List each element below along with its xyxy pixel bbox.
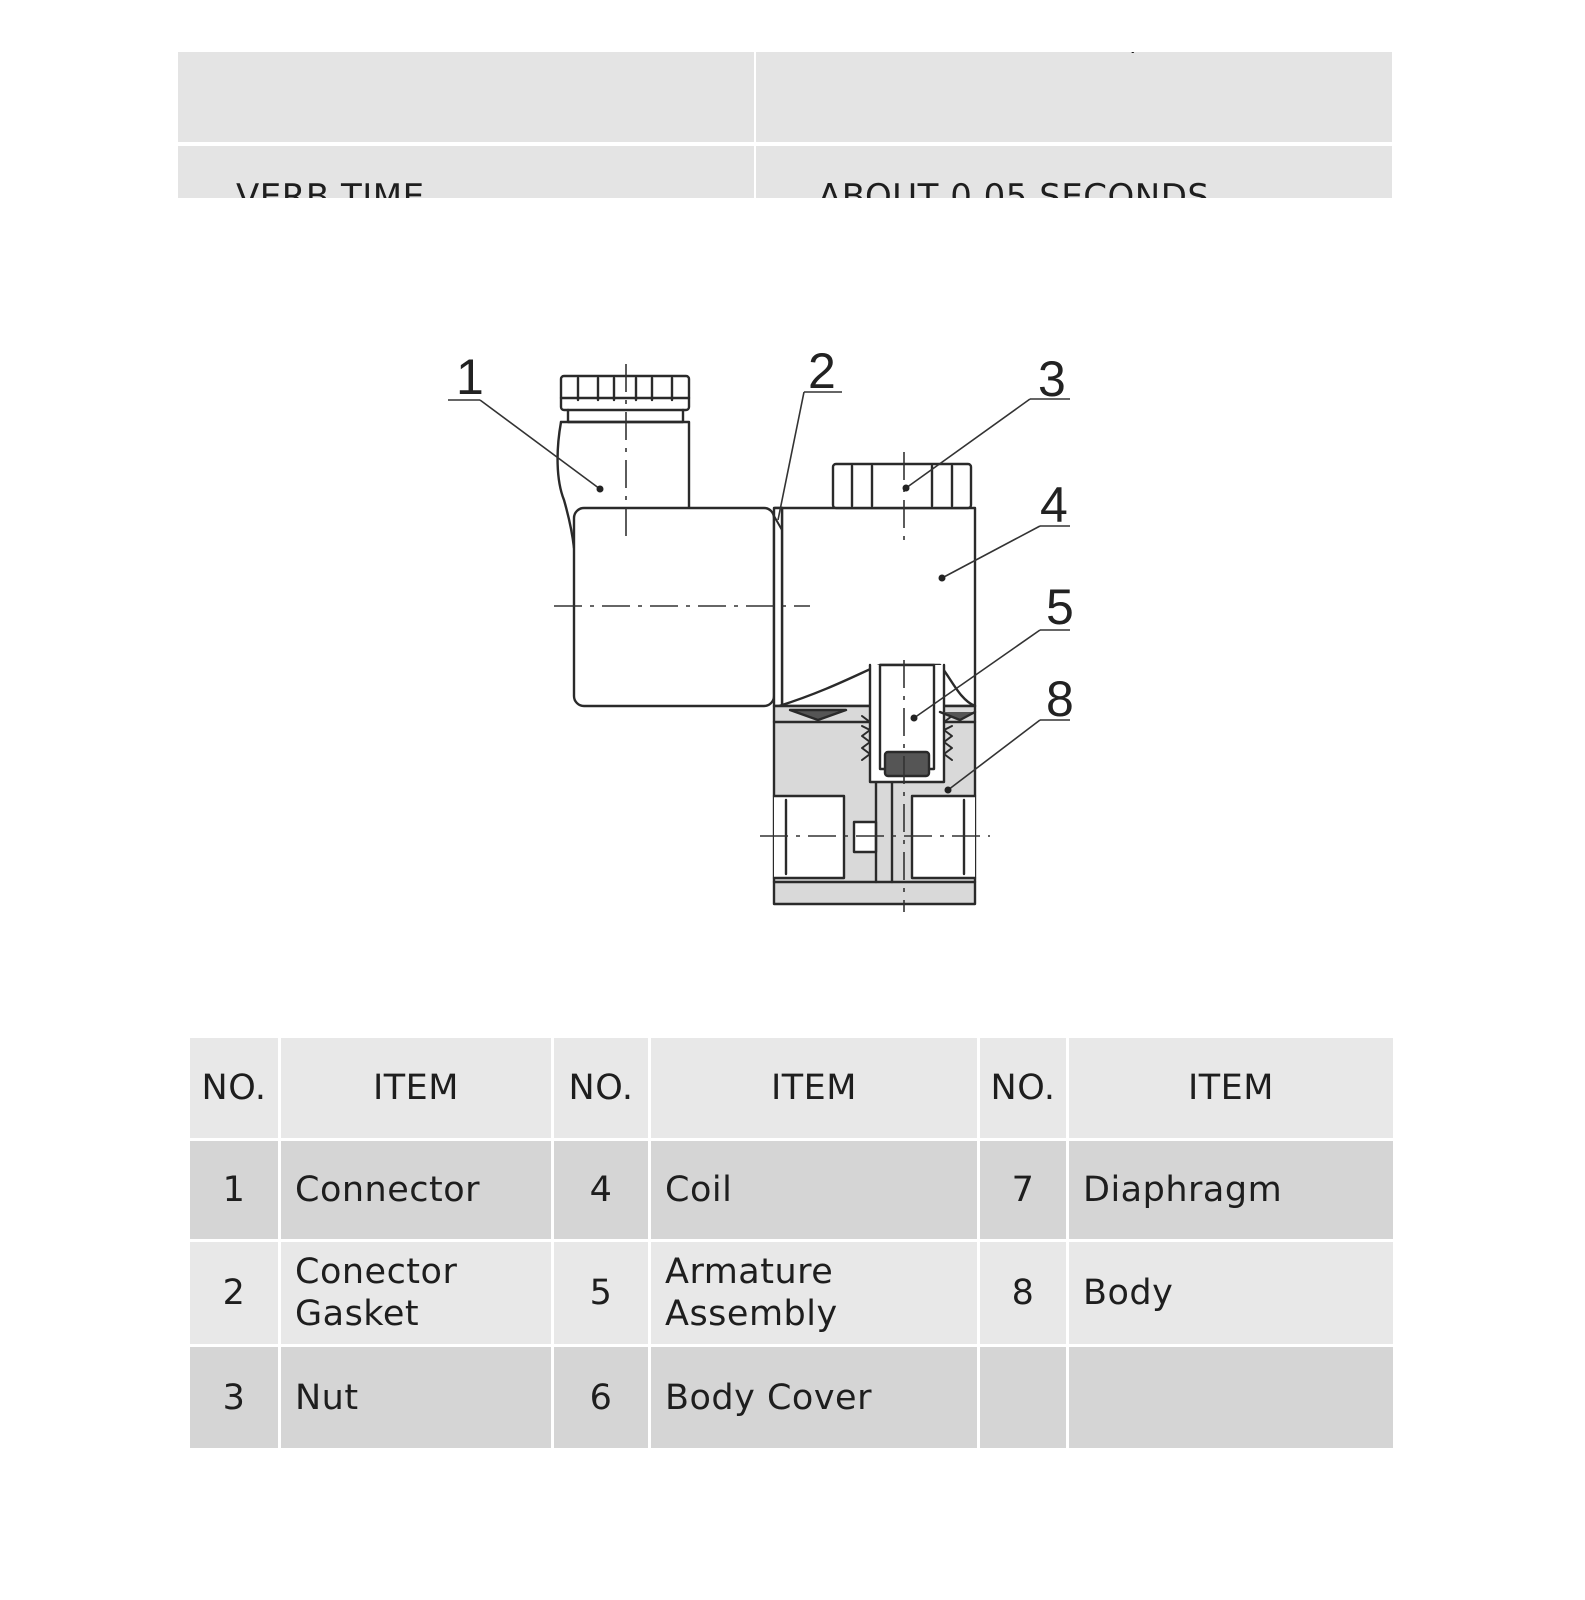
table-row: 1 Connector 4 Coil 7 Diaphragm — [190, 1141, 1393, 1239]
spec-row-verb-time: VERB TIME ABOUT 0.05 SECONDS — [178, 146, 1392, 198]
part-name: Coil — [651, 1141, 977, 1239]
callout-number: 3 — [1038, 351, 1066, 407]
part-number: 6 — [554, 1347, 648, 1448]
coil-part — [572, 506, 977, 708]
spec-row-connection-form: CONNECTION FORM DIN SOCKET TYPE, OUTLET … — [178, 52, 1392, 142]
parts-table-header: NO. ITEM NO. ITEM NO. ITEM — [190, 1038, 1393, 1138]
spec-value: ABOUT 0.05 SECONDS — [756, 146, 1392, 198]
part-name: Body — [1069, 1242, 1393, 1344]
part-name: Conector Gasket — [281, 1242, 551, 1344]
part-number — [980, 1347, 1066, 1448]
header-item: ITEM — [651, 1038, 977, 1138]
part-number: 8 — [980, 1242, 1066, 1344]
part-name: Diaphragm — [1069, 1141, 1393, 1239]
callout-number: 5 — [1046, 579, 1074, 635]
header-no: NO. — [190, 1038, 278, 1138]
part-number: 2 — [190, 1242, 278, 1344]
leader-lines — [448, 391, 1070, 791]
spec-label: VERB TIME — [178, 146, 754, 198]
connector-part — [556, 374, 691, 550]
part-number: 1 — [190, 1141, 278, 1239]
table-row: 2 Conector Gasket 5 Armature Assembly 8 … — [190, 1242, 1393, 1344]
callout-number: 2 — [808, 343, 836, 399]
callout-number: 8 — [1046, 671, 1074, 727]
part-number: 7 — [980, 1141, 1066, 1239]
gasket-part — [772, 506, 784, 708]
part-number: 5 — [554, 1242, 648, 1344]
spec-value: DIN SOCKET TYPE, OUTLET TYPE — [756, 52, 1392, 142]
header-no: NO. — [980, 1038, 1066, 1138]
part-name: Nut — [281, 1347, 551, 1448]
armature-part — [788, 663, 977, 784]
callout-number: 4 — [1040, 477, 1068, 533]
leader-dots — [596, 484, 952, 794]
header-item: ITEM — [281, 1038, 551, 1138]
part-name — [1069, 1347, 1393, 1448]
table-row: 3 Nut 6 Body Cover — [190, 1347, 1393, 1448]
part-name: Body Cover — [651, 1347, 977, 1448]
part-number: 3 — [190, 1347, 278, 1448]
part-name: Armature Assembly — [651, 1242, 977, 1344]
spec-label: CONNECTION FORM — [178, 52, 754, 142]
callout-number: 1 — [456, 349, 484, 405]
part-number: 4 — [554, 1141, 648, 1239]
parts-table: NO. ITEM NO. ITEM NO. ITEM 1 Connector 4… — [187, 1035, 1396, 1451]
spec-table: CONNECTION FORM DIN SOCKET TYPE, OUTLET … — [178, 52, 1392, 198]
header-no: NO. — [554, 1038, 648, 1138]
part-name: Connector — [281, 1141, 551, 1239]
nut-part — [831, 462, 973, 510]
header-item: ITEM — [1069, 1038, 1393, 1138]
center-lines — [554, 364, 990, 912]
